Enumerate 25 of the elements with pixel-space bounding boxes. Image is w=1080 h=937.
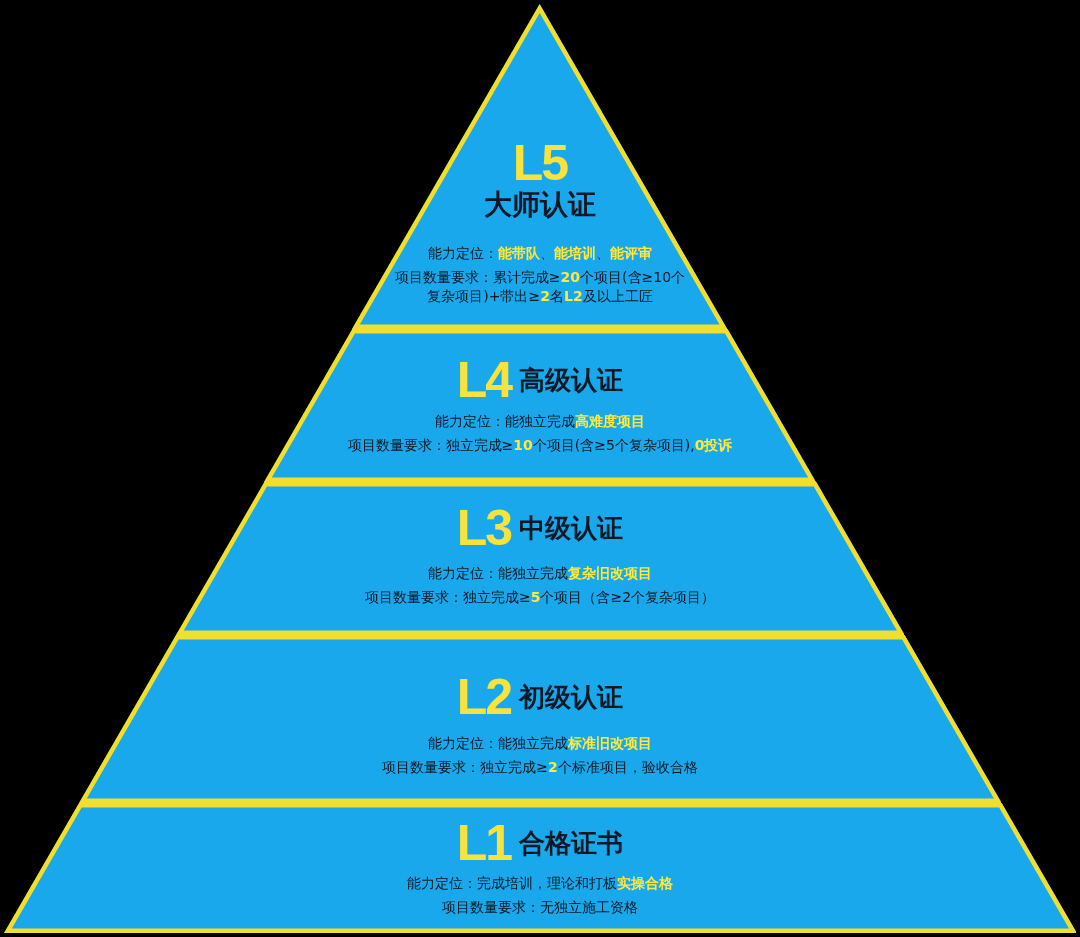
level-label: L5: [512, 138, 568, 188]
level-label: L3: [456, 503, 512, 553]
pyramid-tier: [78, 635, 1002, 803]
tier-title: 初级认证: [519, 681, 624, 714]
tier-description: 能力定位：能独立完成复杂旧改项目: [428, 564, 652, 583]
level-label: L2: [456, 672, 512, 722]
tier-title: 高级认证: [519, 364, 624, 397]
tier-description: 项目数量要求：无独立施工资格: [442, 898, 638, 917]
pyramid-tier: [3, 803, 1077, 933]
pyramid-tier: [264, 329, 816, 482]
tier-description: 能力定位：能独立完成高难度项目: [435, 412, 645, 431]
tier-description: 能力定位：能带队、能培训、能评审: [428, 244, 652, 263]
tier-description: 项目数量要求：独立完成≥10个项目(含≥5个复杂项目),0投诉: [347, 436, 733, 455]
level-label: L1: [456, 818, 512, 868]
tier-description: 项目数量要求：累计完成≥20个项目(含≥10个复杂项目)+带出≥2名L2及以上工匠: [393, 268, 687, 306]
tier-title: 合格证书: [519, 827, 624, 860]
pyramid-tier: [175, 482, 905, 635]
tier-description: 能力定位：完成培训，理论和打板实操合格: [407, 874, 673, 893]
tier-description: 项目数量要求：独立完成≥2个标准项目，验收合格: [382, 758, 698, 777]
pyramid-tier: [352, 4, 728, 329]
tier-description: 能力定位：能独立完成标准旧改项目: [428, 734, 652, 753]
tier-description: 项目数量要求：独立完成≥5个项目（含≥2个复杂项目）: [364, 588, 716, 607]
level-label: L4: [456, 355, 512, 405]
tier-title: 中级认证: [519, 512, 624, 545]
tier-title: 大师认证: [484, 188, 596, 222]
